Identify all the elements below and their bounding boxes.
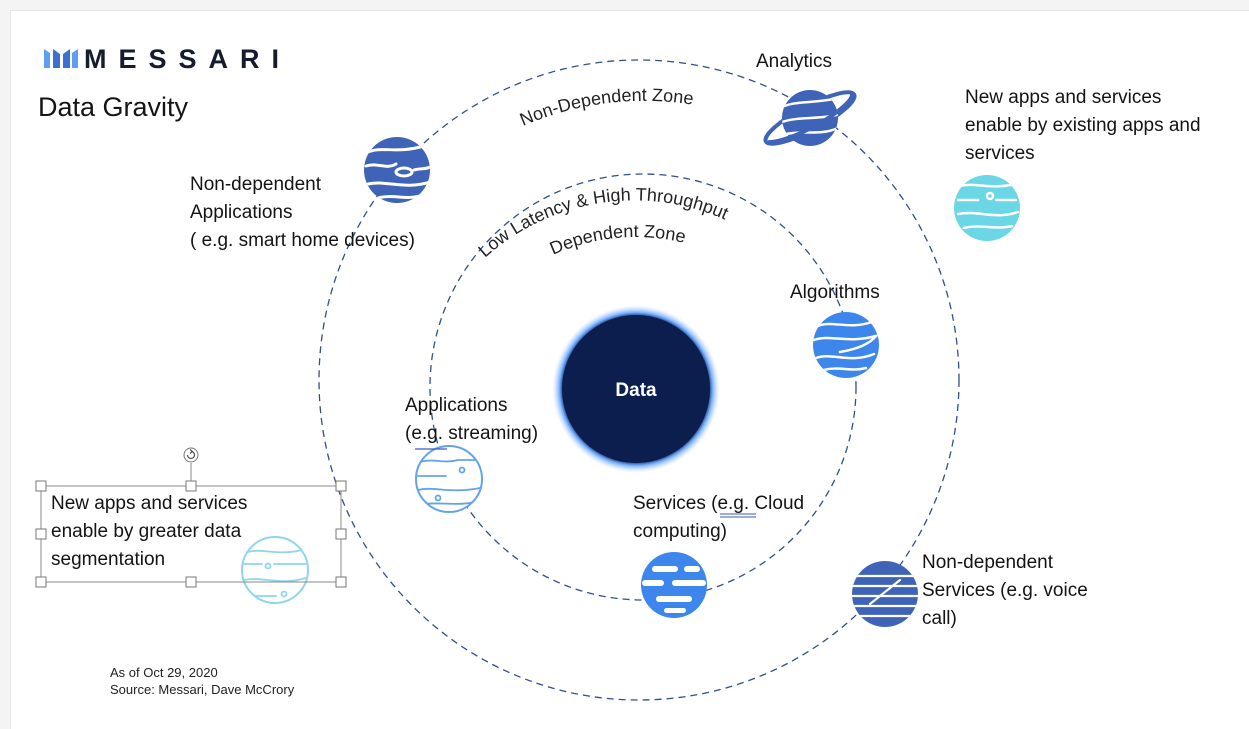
rotate-handle-icon[interactable] [183,447,199,463]
applications-planet-icon [415,445,483,513]
new-apps-existing-label: New apps and services enable by existing… [965,87,1201,164]
non-dependent-applications-label: Non-dependent Applications ( e.g. smart … [190,174,415,251]
outer-orbit [318,59,960,701]
resize-handle-bottom-right[interactable] [335,576,347,588]
data-core-label: Data [615,380,657,401]
resize-handle-bottom-left[interactable] [35,576,47,588]
algorithms-label: Algorithms [790,282,880,303]
source-note: Source: Messari, Dave McCrory [110,682,295,697]
new-apps-existing-planet-icon [954,175,1020,241]
spellcheck-underline-services [720,513,756,518]
resize-handle-left[interactable] [35,528,47,540]
segmentation-planet-icon [241,536,309,604]
resize-handle-top-left[interactable] [35,480,47,492]
resize-handle-bottom[interactable] [185,576,197,588]
as-of-date: As of Oct 29, 2020 [110,665,218,680]
analytics-planet-icon [763,90,857,146]
analytics-label: Analytics [756,51,833,72]
algorithms-planet-icon [813,312,879,378]
inner-orbit [429,173,857,601]
non-dependent-applications-planet-icon [364,137,430,203]
resize-handle-right[interactable] [335,528,347,540]
non-dependent-services-planet-icon [852,561,918,627]
inner-zone-label-line1: Low Latency & High Throughput [474,184,731,261]
outer-zone-label: Non-Dependent Zone [517,85,695,130]
services-label: Services (e.g. Cloud computing) [633,493,805,542]
text-box-selection-frame[interactable] [35,447,347,588]
applications-label: Applications (e.g. streaming) [405,395,539,444]
services-planet-icon [641,552,707,618]
resize-handle-top-right[interactable] [335,480,347,492]
resize-handle-top[interactable] [185,480,197,492]
messari-logo-icon [44,49,78,68]
inner-zone-label-line2: Dependent Zone [547,221,688,259]
footer-note: As of Oct 29, 2020 Source: Messari, Dave… [110,664,294,698]
brand-name: MESSARI [84,44,292,74]
non-dependent-services-label: Non-dependent Services (e.g. voice call) [922,552,1088,629]
page-title: Data Gravity [38,92,189,122]
data-core [562,315,710,463]
segmentation-text-box[interactable]: New apps and services enable by greater … [51,493,248,570]
